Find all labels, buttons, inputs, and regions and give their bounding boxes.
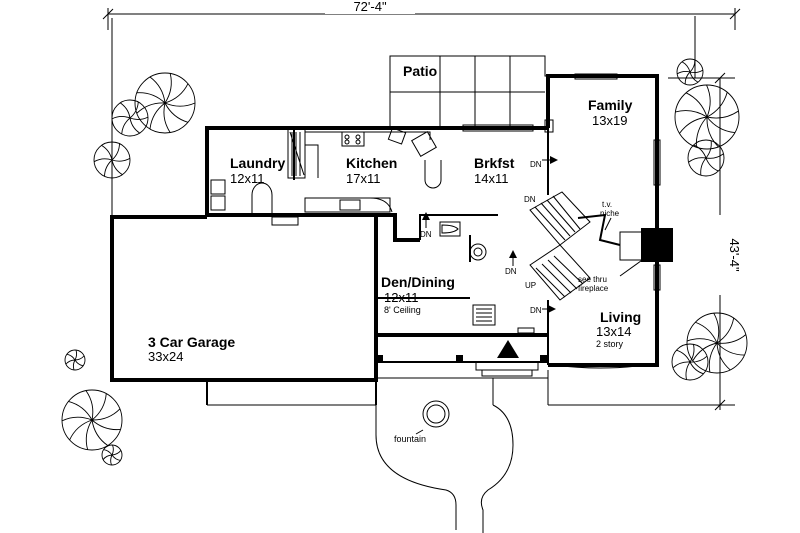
laundry: Laundry 12x11 bbox=[210, 127, 306, 216]
tree-icon bbox=[64, 349, 86, 371]
stair-labels: DN DN DN DN UP DN bbox=[420, 156, 558, 315]
overall-depth-label: 43'-4" bbox=[727, 238, 742, 272]
staircase bbox=[529, 191, 673, 301]
dn-label-living: DN bbox=[530, 306, 542, 315]
front-walk: fountain bbox=[375, 378, 549, 533]
tree-icon bbox=[61, 389, 123, 451]
overall-width-label: 72'-4" bbox=[353, 0, 387, 14]
kitchen: Kitchen 17x11 bbox=[304, 127, 442, 213]
brkfst: Brkfst 14x11 bbox=[462, 119, 554, 186]
garage-label: 3 Car Garage bbox=[148, 334, 235, 350]
tv-niche-line1: t.v. bbox=[602, 200, 612, 209]
living: Living 13x14 2 story bbox=[554, 264, 661, 369]
family-size: 13x19 bbox=[592, 113, 627, 128]
exterior-walls bbox=[205, 74, 659, 378]
family-label: Family bbox=[588, 97, 633, 113]
tree-icon bbox=[101, 444, 123, 466]
tree-icon bbox=[111, 99, 149, 137]
width-dimension: 72'-4" bbox=[102, 0, 741, 215]
entry-triangle bbox=[497, 340, 519, 358]
fountain-label: fountain bbox=[394, 434, 426, 444]
tree-icon bbox=[687, 139, 725, 177]
tree-icon bbox=[93, 141, 131, 179]
tree-icon bbox=[671, 343, 709, 381]
patio: Patio bbox=[389, 55, 560, 128]
fireplace-note-line1: see thru bbox=[578, 275, 607, 284]
tree-icon bbox=[134, 72, 196, 134]
laundry-label: Laundry bbox=[230, 155, 285, 171]
kitchen-size: 17x11 bbox=[346, 171, 380, 186]
tv-niche-line2: niche bbox=[600, 209, 620, 218]
garage: 3 Car Garage 33x24 bbox=[110, 215, 378, 406]
living-label: Living bbox=[600, 309, 641, 325]
tree-icon bbox=[674, 84, 740, 150]
up-label: UP bbox=[525, 281, 536, 290]
den-dining-size: 12x11 bbox=[384, 290, 418, 305]
dn-label-family: DN bbox=[530, 160, 542, 169]
fireplace bbox=[641, 228, 673, 262]
powder-room bbox=[439, 221, 487, 262]
fireplace-note-line2: fireplace bbox=[578, 284, 609, 293]
plan-notes: t.v. niche see thru fireplace bbox=[578, 200, 646, 293]
dn-label-den: DN bbox=[505, 267, 517, 276]
entry-porch bbox=[376, 340, 548, 379]
kitchen-label: Kitchen bbox=[346, 155, 397, 171]
dn-label-stair: DN bbox=[524, 195, 536, 204]
living-note: 2 story bbox=[596, 339, 624, 349]
laundry-size: 12x11 bbox=[230, 171, 264, 186]
den-dining: Den/Dining 12x11 8' Ceiling bbox=[381, 274, 535, 334]
brkfst-size: 14x11 bbox=[474, 171, 508, 186]
landscape-trees bbox=[61, 58, 748, 466]
tree-icon bbox=[686, 312, 748, 374]
living-size: 13x14 bbox=[596, 324, 631, 339]
den-dining-label: Den/Dining bbox=[381, 274, 455, 290]
den-dining-ceiling: 8' Ceiling bbox=[384, 305, 421, 315]
tree-icon bbox=[676, 58, 704, 86]
patio-label: Patio bbox=[403, 63, 437, 79]
brkfst-label: Brkfst bbox=[474, 155, 515, 171]
garage-size: 33x24 bbox=[148, 349, 183, 364]
dn-label-kitchen: DN bbox=[420, 230, 432, 239]
family: Family 13x19 bbox=[574, 73, 661, 186]
